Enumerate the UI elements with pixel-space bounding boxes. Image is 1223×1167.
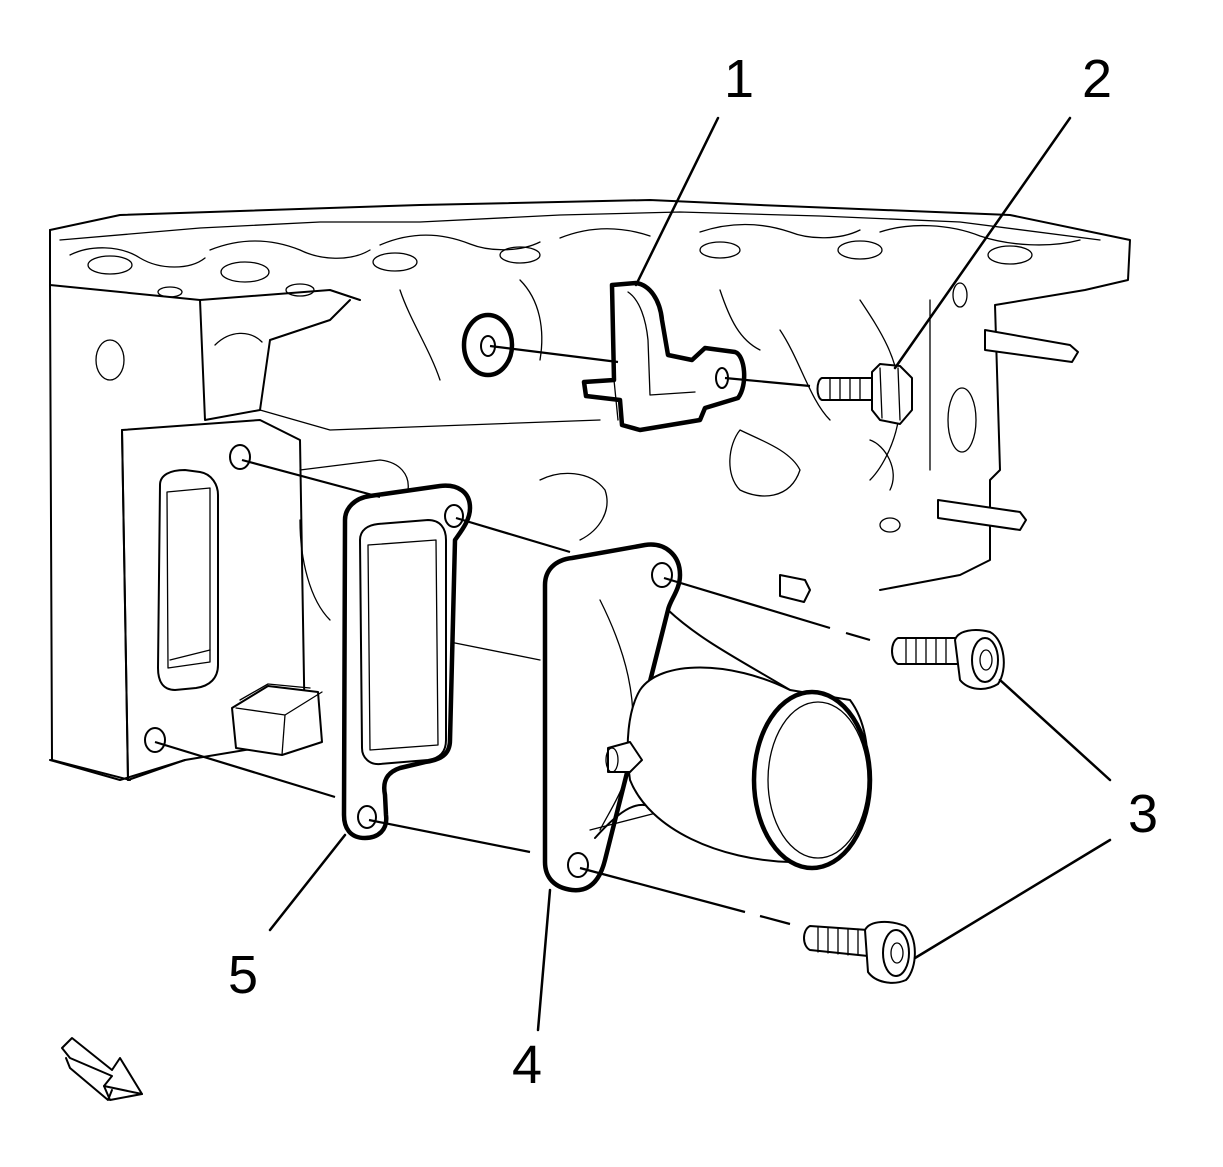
head-flange-plate	[121, 419, 323, 781]
housing-bolt-upper	[891, 629, 1005, 690]
leader-lines	[268, 116, 1112, 1032]
callout-3: 3	[1128, 784, 1158, 844]
leader-5	[268, 833, 347, 932]
callout-2: 2	[1082, 49, 1112, 109]
leader-1	[634, 116, 720, 287]
leader-3a	[998, 678, 1112, 782]
leader-3b	[913, 838, 1112, 960]
leader-2	[893, 116, 1072, 370]
cylinder-head	[49, 199, 1131, 781]
bracket	[581, 280, 747, 433]
callout-5: 5	[228, 945, 258, 1005]
head-boss	[461, 312, 515, 378]
housing-bolt-lower	[803, 920, 916, 984]
water-outlet-housing	[542, 542, 873, 893]
gasket	[341, 483, 473, 841]
view-direction-arrow-icon	[61, 1037, 143, 1101]
bracket-bolt	[816, 363, 913, 425]
leader-4	[536, 888, 552, 1032]
alignment-lines	[154, 344, 871, 926]
callout-1: 1	[724, 49, 754, 109]
callout-4: 4	[512, 1035, 542, 1095]
